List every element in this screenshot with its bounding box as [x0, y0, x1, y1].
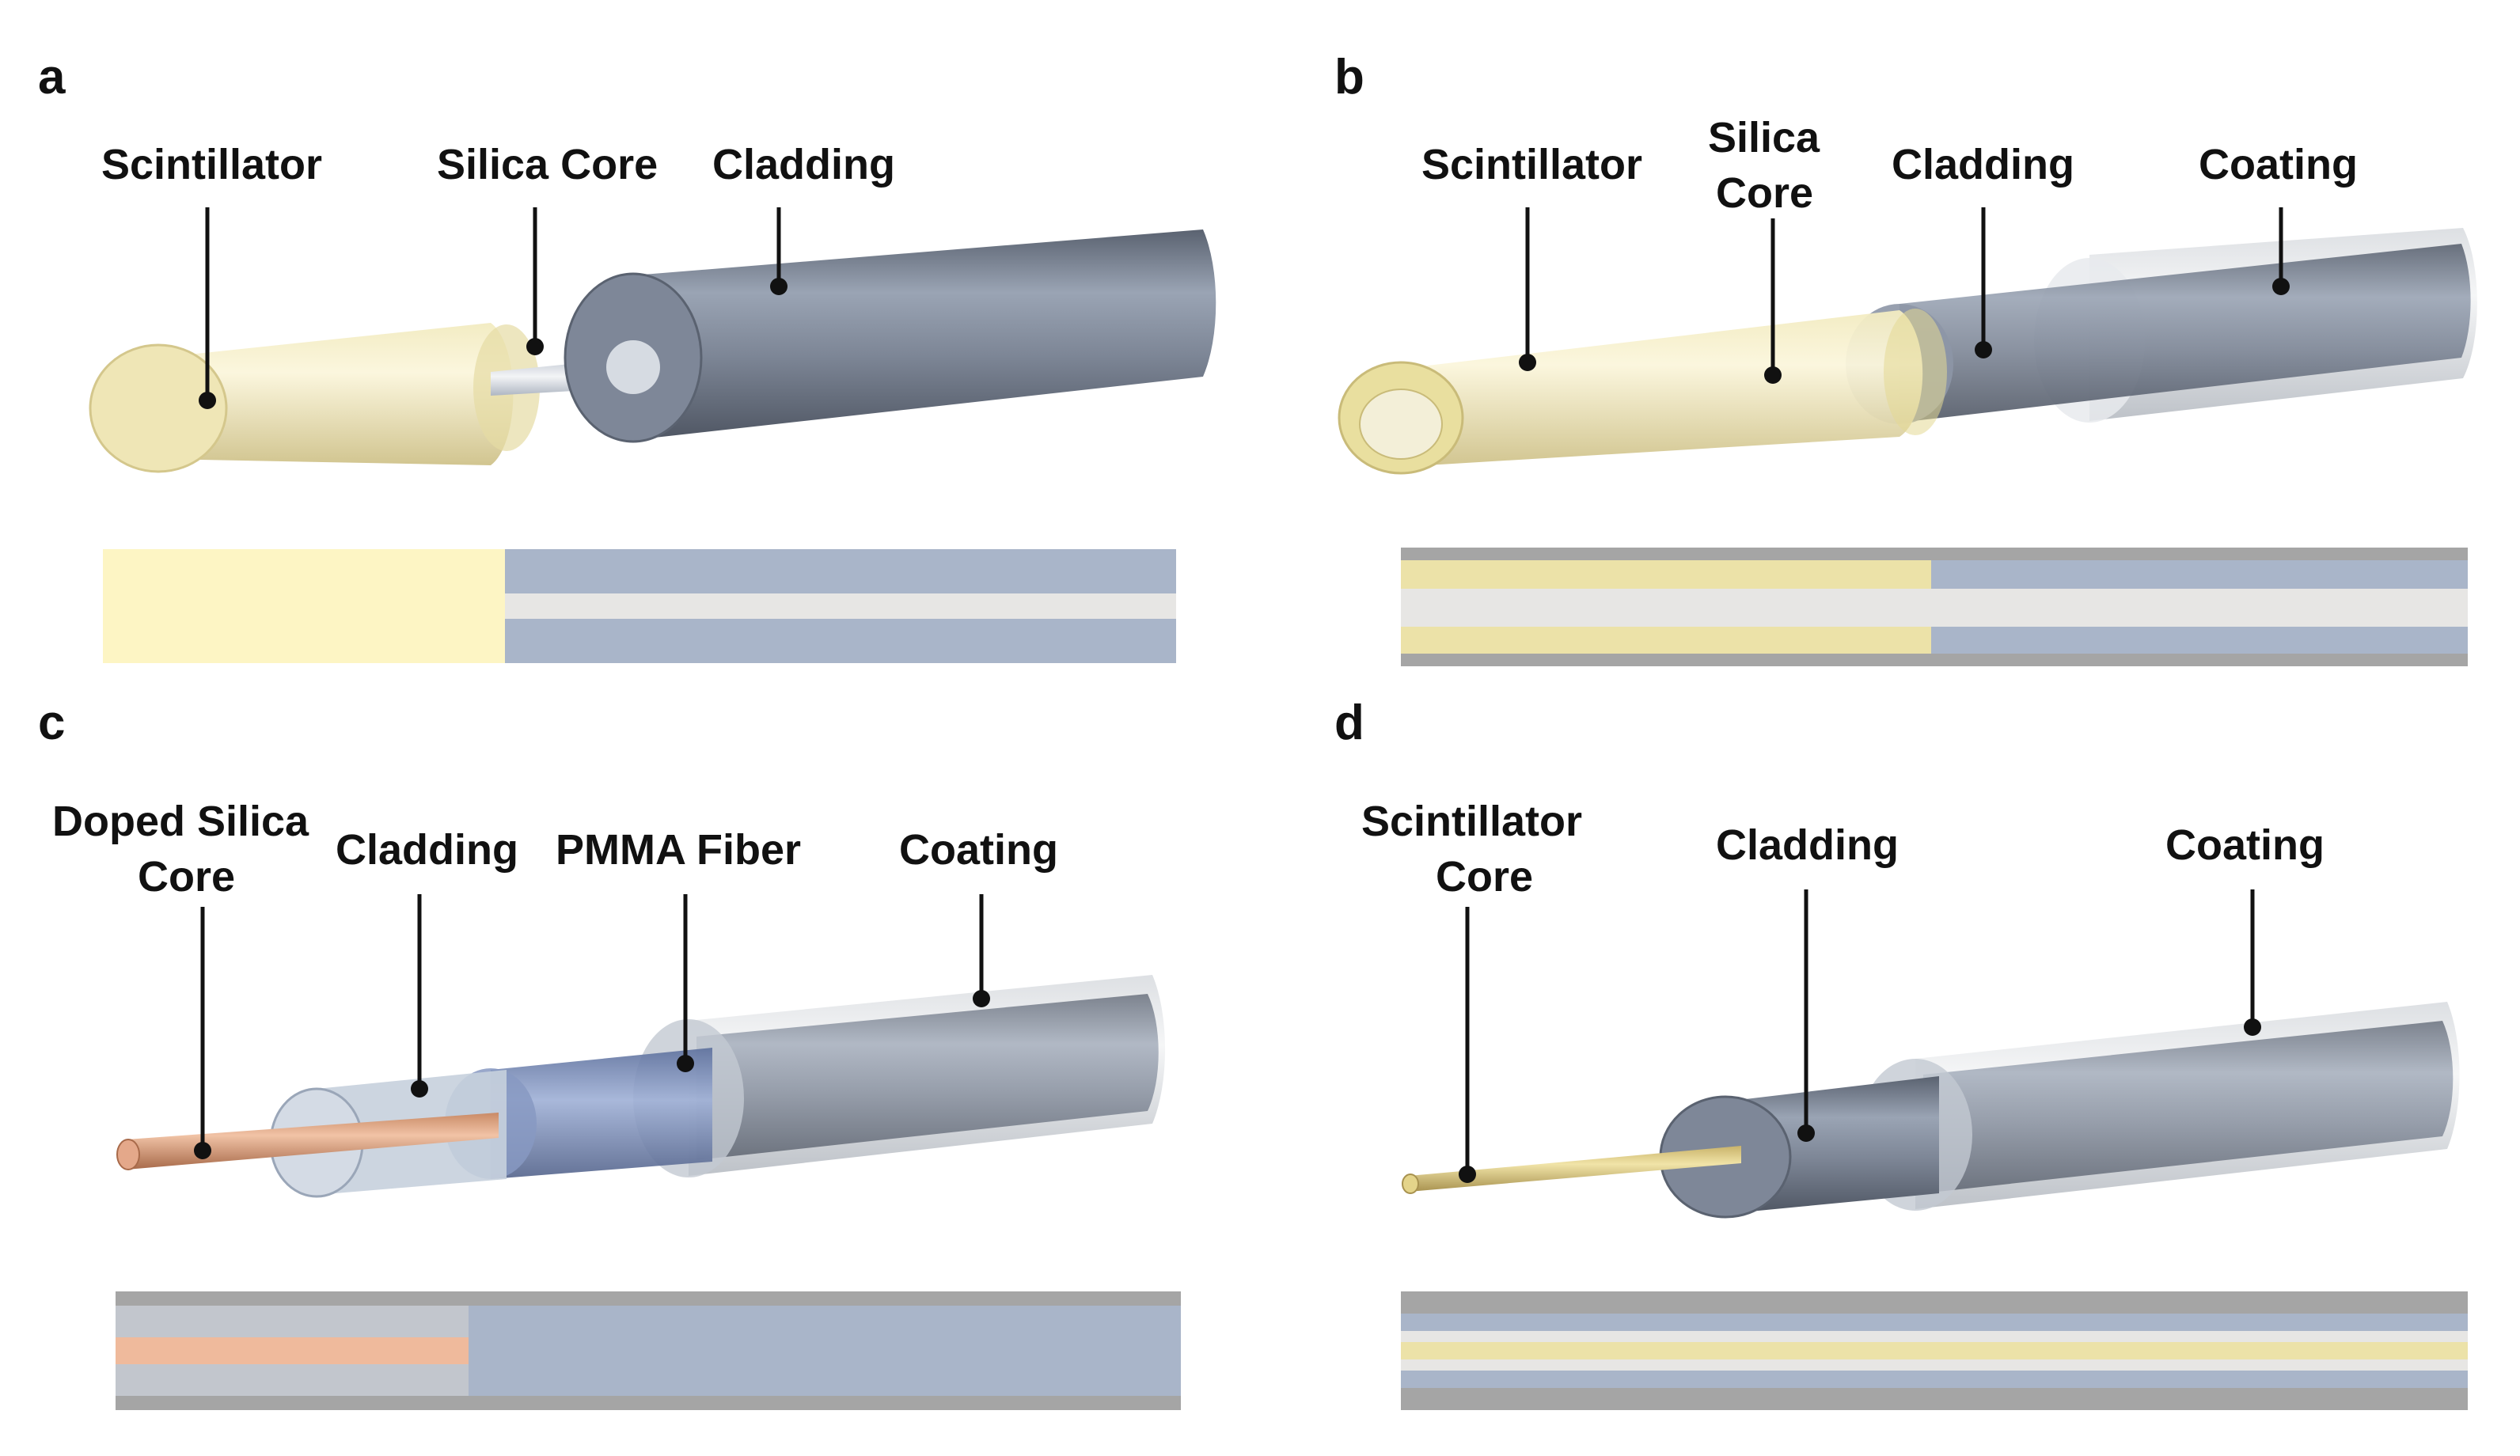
- callout-silica-core-a: Silica Core: [437, 141, 658, 188]
- panel-label-c: c: [38, 696, 65, 750]
- panel-d: d Scintillator Core Cladding Coating: [1334, 696, 2468, 1410]
- leader-lines-c: [194, 894, 990, 1159]
- callout-doped-silica-c: Doped Silica: [52, 798, 309, 845]
- callout-cladding-a: Cladding: [712, 141, 895, 188]
- leader-lines-a: [199, 207, 788, 409]
- callout-coating-b: Coating: [2199, 141, 2358, 188]
- leader-lines-b: [1519, 207, 2290, 384]
- callout-scintillator-a: Scintillator: [101, 141, 322, 188]
- fiber-3d-a: [89, 229, 1216, 473]
- callout-core-c: Core: [138, 853, 235, 901]
- callout-silica-b: Silica: [1708, 114, 1820, 161]
- fiber-3d-c: [116, 975, 1166, 1198]
- callout-core-d: Core: [1436, 853, 1533, 901]
- callout-cladding-d: Cladding: [1716, 821, 1899, 869]
- cross-section-a: [103, 549, 1176, 663]
- panel-b: b Scintillator Silica Core Cladding Coat…: [1334, 50, 2477, 666]
- callout-coating-c: Coating: [899, 826, 1058, 874]
- callout-scintillator-d: Scintillator: [1361, 798, 1582, 845]
- callout-coating-d: Coating: [2165, 821, 2325, 869]
- panel-label-b: b: [1334, 50, 1364, 104]
- cross-section-c: [116, 1291, 1181, 1410]
- callout-scintillator-b: Scintillator: [1421, 141, 1642, 188]
- panel-c: c Doped Silica Core Cladding PMMA Fiber …: [38, 696, 1181, 1410]
- fiber-3d-d: [1402, 1002, 2460, 1219]
- callout-pmma-c: PMMA Fiber: [556, 826, 801, 874]
- callout-cladding-b: Cladding: [1892, 141, 2074, 188]
- callout-cladding-c: Cladding: [336, 826, 518, 874]
- cross-section-b: [1401, 548, 2468, 666]
- cross-section-d: [1401, 1291, 2468, 1410]
- panel-a: a Scintillator Silica Core Cladding: [38, 50, 1216, 663]
- panel-label-a: a: [38, 50, 66, 104]
- leader-lines-d: [1459, 889, 2261, 1183]
- fiber-3d-b: [1338, 228, 2477, 475]
- panel-label-d: d: [1334, 696, 1364, 750]
- callout-core-b: Core: [1716, 169, 1813, 217]
